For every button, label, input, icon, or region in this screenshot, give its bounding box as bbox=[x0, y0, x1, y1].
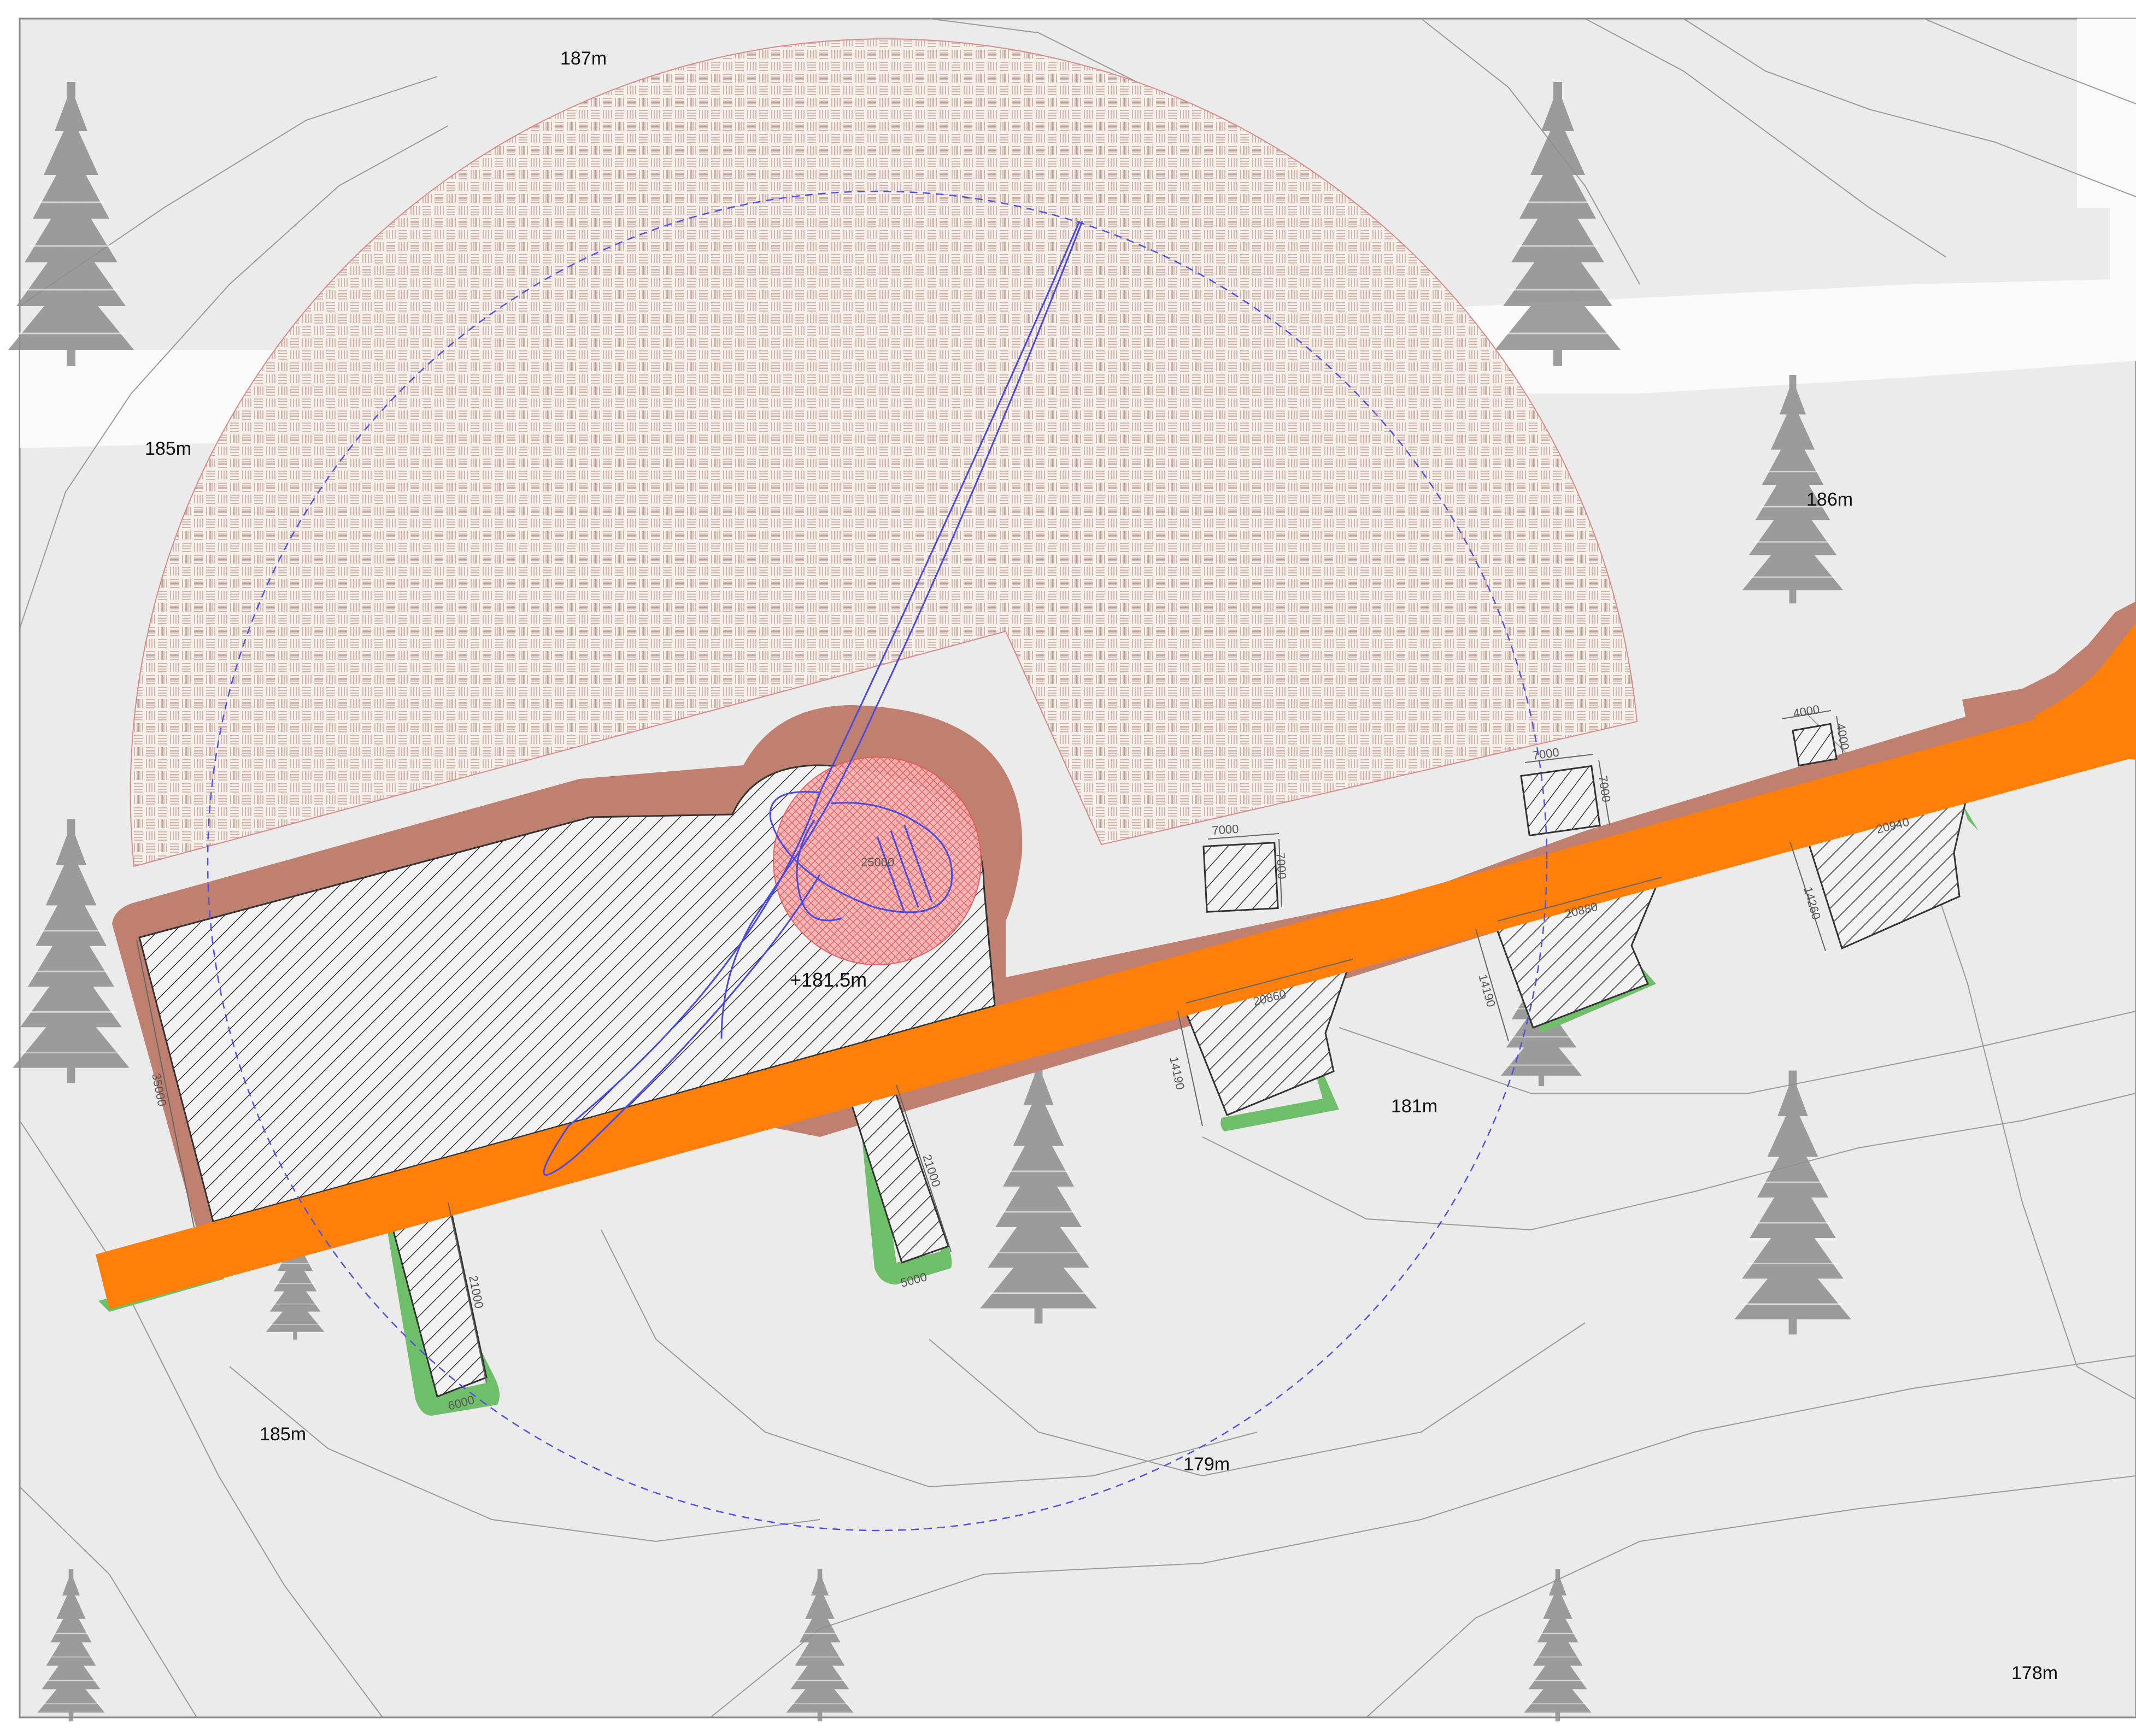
safety-zone bbox=[130, 38, 1638, 867]
cleared-corner bbox=[2077, 19, 2136, 284]
contour-line bbox=[1923, 18, 2136, 104]
contour-line bbox=[1339, 1011, 2136, 1094]
contour-line bbox=[1421, 18, 1640, 285]
pad-3[interactable] bbox=[1792, 723, 1838, 767]
contour-line bbox=[601, 1229, 1258, 1488]
elevation-label-187: 187m bbox=[560, 48, 607, 69]
pad-2[interactable] bbox=[1520, 765, 1601, 837]
flight-path bbox=[543, 221, 1083, 1176]
dimension-lines bbox=[136, 710, 1844, 1383]
contour-line bbox=[229, 1366, 820, 1543]
road-path[interactable] bbox=[96, 691, 2136, 1309]
elevation-label-181: 181m bbox=[1391, 1096, 1437, 1117]
spot-level: +181.5m bbox=[790, 969, 867, 991]
contour-line bbox=[1683, 18, 2136, 197]
contour-line bbox=[1202, 1093, 2136, 1231]
elevation-label-186: 186m bbox=[1806, 489, 1853, 510]
radius-circle bbox=[207, 190, 1548, 1532]
contour-line bbox=[929, 1322, 1586, 1477]
contour-line bbox=[710, 1355, 2136, 1718]
contour-line bbox=[1585, 18, 1946, 257]
pad-1[interactable] bbox=[1202, 842, 1279, 913]
dim-pad1-h: 7000 bbox=[1274, 852, 1289, 880]
contour-line bbox=[19, 1486, 197, 1718]
elevation-label-185-bottom: 185m bbox=[260, 1424, 306, 1445]
contour-line bbox=[19, 125, 449, 629]
contour-line bbox=[19, 1120, 383, 1718]
contour-lines bbox=[19, 18, 2136, 1718]
road-curve bbox=[2033, 623, 2136, 760]
elevation-label-179: 179m bbox=[1183, 1454, 1230, 1475]
terrain-cut-right bbox=[1962, 601, 2136, 727]
elevation-label-178: 178m bbox=[2011, 1663, 2058, 1684]
contour-line bbox=[1366, 1475, 2136, 1718]
dim-circle-radius: 25000 bbox=[861, 855, 894, 869]
elevation-label-185-top: 185m bbox=[145, 438, 191, 459]
dim-pad1-w: 7000 bbox=[1212, 822, 1240, 837]
